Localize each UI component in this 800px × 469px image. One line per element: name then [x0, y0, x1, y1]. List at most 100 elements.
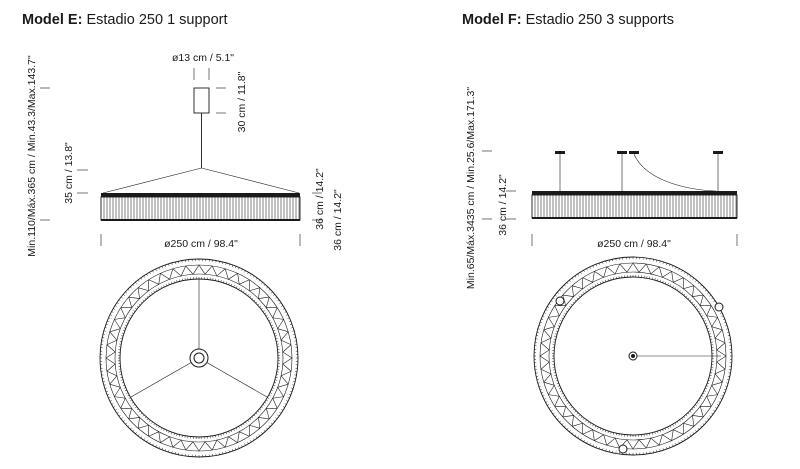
ring-lattice-segment	[711, 381, 723, 395]
ring-slat-tick	[146, 273, 148, 276]
ring-slat-tick	[607, 431, 609, 434]
ring-slat-tick	[595, 264, 597, 267]
ring-slat-tick	[250, 440, 252, 443]
ring-slat-tick	[149, 441, 151, 444]
ring-slat-tick	[662, 448, 664, 451]
ring-slat-tick	[669, 425, 672, 428]
model-e-title-bold: Model E:	[22, 12, 83, 28]
ring-slat-tick	[131, 401, 134, 404]
ring-slat-tick	[171, 262, 173, 265]
ring-slat-tick	[249, 295, 252, 298]
ring-slat-tick	[711, 412, 714, 415]
ring-slat-tick	[125, 291, 128, 294]
ring-slat-tick	[542, 395, 545, 397]
model-e-shade-height-label: 36 cm / 14.2"	[314, 168, 326, 230]
model-f-title: Model F: Estadio 250 3 supports	[462, 12, 674, 28]
ring-slat-tick	[242, 290, 245, 293]
ring-slat-tick	[725, 325, 728, 327]
ring-slat-tick	[247, 420, 250, 422]
ring-lattice-segment	[682, 422, 694, 435]
ring-slat-tick	[700, 284, 702, 287]
ring-slat-tick	[140, 301, 143, 304]
ring-lattice-segment	[211, 265, 226, 277]
ring-slat-tick	[571, 277, 574, 280]
ring-slat-tick	[287, 397, 290, 399]
ring-slat-tick	[105, 390, 108, 393]
ring-slat-tick	[548, 303, 551, 305]
ring-slat-tick	[569, 280, 571, 282]
ring-slat-tick	[554, 415, 557, 418]
ring-slat-tick	[561, 423, 564, 425]
ring-slat-tick	[124, 389, 127, 392]
ring-slat-tick	[602, 261, 604, 264]
ring-slat-tick	[173, 433, 175, 436]
ring-lattice-segment	[120, 297, 133, 309]
ring-slat-tick	[703, 390, 706, 392]
ring-slat-tick	[681, 270, 683, 273]
ring-slat-tick	[140, 436, 143, 439]
ring-slat-tick	[706, 325, 709, 327]
ring-lattice-segment	[105, 357, 116, 372]
ring-slat-tick	[135, 307, 137, 310]
ring-slat-tick	[155, 289, 158, 292]
ring-slat-tick	[566, 427, 569, 430]
ring-slat-tick	[151, 421, 153, 424]
ring-lattice-segment	[185, 264, 200, 275]
ring-slat-tick	[605, 279, 607, 282]
ring-lattice-segment	[172, 265, 187, 277]
ring-slat-tick	[220, 433, 222, 436]
ring-slat-tick	[152, 443, 154, 446]
ring-slat-tick	[163, 428, 165, 431]
ring-slat-tick	[696, 402, 699, 404]
ring-slat-tick	[288, 320, 291, 322]
ring-slat-tick	[691, 301, 694, 304]
ring-slat-tick	[138, 303, 141, 306]
ring-slat-tick	[541, 392, 544, 394]
ring-slat-tick	[270, 422, 273, 425]
ring-slat-tick	[235, 427, 238, 430]
ring-slat-tick	[153, 423, 156, 426]
ring-slat-tick	[695, 280, 697, 282]
ring-slat-tick	[135, 432, 137, 434]
ring-slat-tick	[592, 424, 594, 427]
ring-slat-tick	[136, 305, 139, 308]
model-e-side-view: ø13 cm / 5.1" 30 cm / 11.8" Min.110/Máx.…	[26, 52, 344, 257]
ring-slat-tick	[592, 285, 594, 288]
model-e-shade-height-label-2: 36 cm / 14.2"	[332, 189, 344, 251]
ring-slat-tick	[707, 382, 710, 384]
ring-slat-tick	[235, 447, 237, 450]
ring-slat-tick	[669, 284, 672, 287]
ring-slat-tick	[577, 273, 579, 276]
ring-slat-tick	[114, 409, 117, 411]
ring-slat-tick	[158, 267, 160, 270]
ring-slat-tick	[121, 382, 124, 384]
ring-slat-tick	[587, 288, 590, 291]
ring-slat-tick	[676, 421, 679, 424]
ring-slat-tick	[683, 293, 686, 296]
ring-slat-tick	[598, 447, 601, 450]
ring-slat-tick	[707, 292, 709, 294]
ring-slat-tick	[287, 317, 290, 319]
ring-slat-tick	[662, 280, 664, 283]
ring-slat-tick	[698, 399, 701, 402]
ring-slat-tick	[554, 294, 557, 297]
ring-slat-tick	[707, 328, 710, 330]
ring-slat-tick	[576, 297, 579, 300]
ring-slat-tick	[542, 315, 545, 317]
ring-lattice-segment	[632, 439, 647, 450]
ring-slat-tick	[268, 394, 271, 397]
ring-slat-tick	[264, 312, 267, 315]
ring-lattice-segment	[539, 355, 550, 370]
ring-slat-tick	[543, 312, 546, 314]
ring-slat-tick	[555, 380, 558, 382]
ring-slat-tick	[672, 265, 674, 268]
ring-slat-tick	[577, 436, 579, 439]
model-f-diameter-label: ø250 cm / 98.4"	[597, 238, 671, 250]
ring-slat-tick	[165, 283, 168, 286]
ring-lattice-segment	[224, 268, 238, 280]
ring-slat-tick	[726, 382, 729, 384]
ring-lattice-segment	[714, 329, 726, 344]
ring-lattice-segment	[671, 429, 684, 441]
ring-lattice-segment	[224, 436, 238, 448]
ring-lattice-segment	[554, 405, 567, 417]
